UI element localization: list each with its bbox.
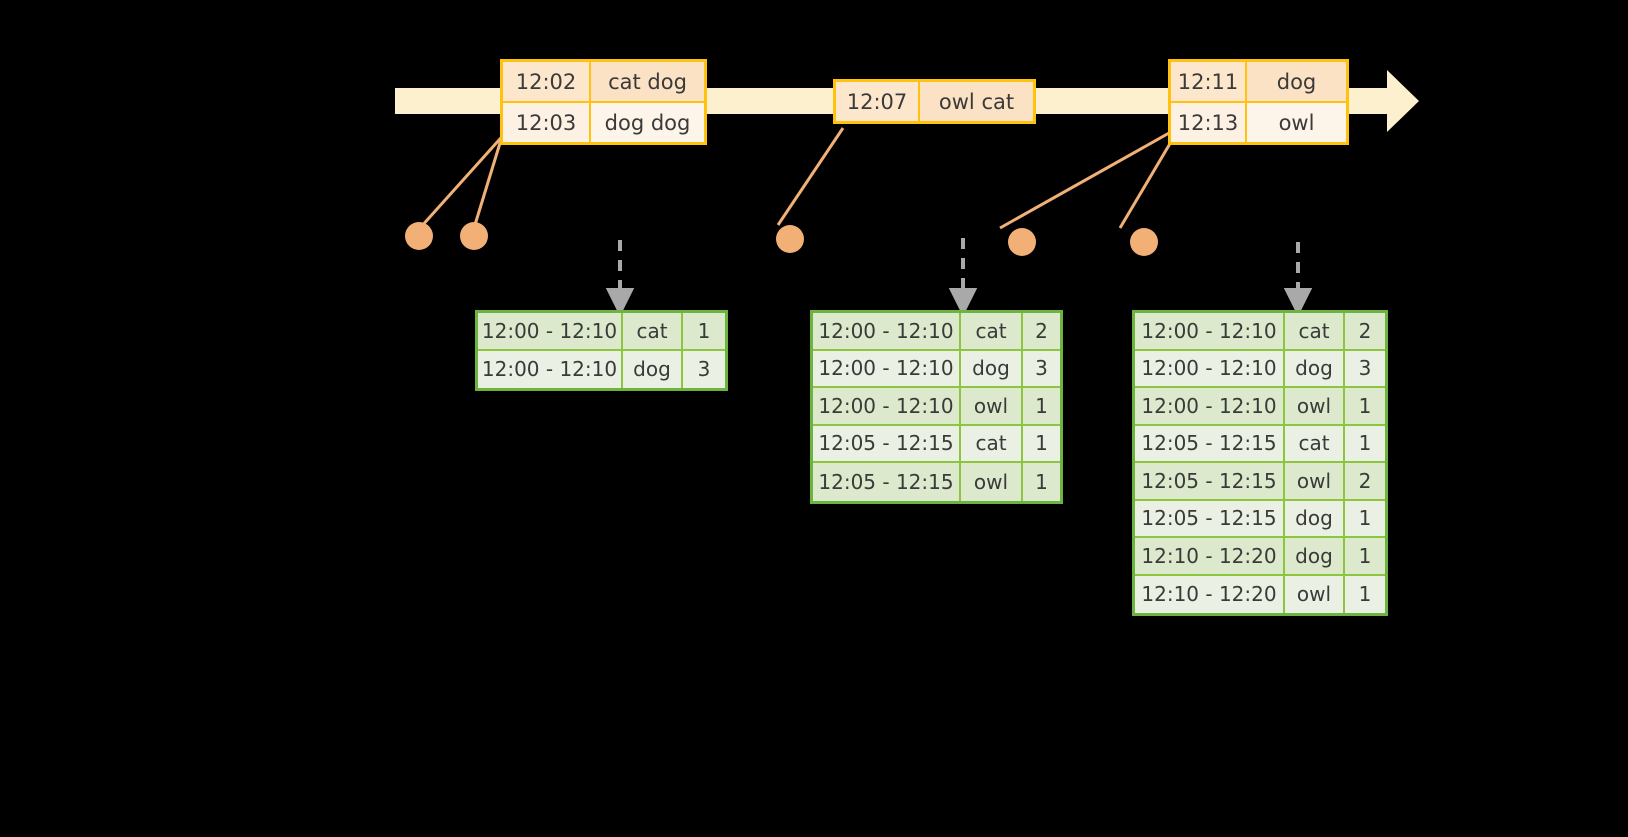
flow-arrow-head-2 — [948, 288, 978, 317]
key-cell: owl — [1285, 388, 1345, 426]
event-record-2[interactable]: 12:07 owl cat — [833, 79, 1036, 124]
flow-arrow-head-1 — [605, 288, 635, 317]
window-cell: 12:00 - 12:10 — [478, 350, 623, 388]
event-timestamp: 12:11 — [1171, 62, 1247, 101]
key-cell: dog — [623, 350, 683, 388]
event-payload: cat dog — [591, 62, 704, 101]
event-payload: dog — [1247, 62, 1346, 101]
window-cell: 12:00 - 12:10 — [813, 350, 961, 388]
window-cell: 12:05 - 12:15 — [1135, 500, 1285, 538]
connector-dot-5 — [1130, 228, 1158, 256]
key-cell: cat — [961, 425, 1023, 463]
key-cell: owl — [961, 463, 1023, 501]
window-cell: 12:00 - 12:10 — [813, 313, 961, 351]
count-cell: 1 — [1023, 425, 1060, 463]
connector-dot-3 — [776, 225, 804, 253]
count-cell: 1 — [683, 313, 725, 351]
key-cell: owl — [961, 388, 1023, 426]
window-cell: 12:00 - 12:10 — [1135, 313, 1285, 351]
count-cell: 3 — [1345, 350, 1385, 388]
window-cell: 12:05 - 12:15 — [1135, 425, 1285, 463]
event-row[interactable]: 12:07 owl cat — [836, 82, 1033, 121]
count-cell: 2 — [1345, 313, 1385, 351]
window-cell: 12:05 - 12:15 — [813, 425, 961, 463]
event-timestamp: 12:02 — [503, 62, 591, 101]
window-cell: 12:00 - 12:10 — [1135, 350, 1285, 388]
count-cell: 2 — [1345, 463, 1385, 501]
count-cell: 2 — [1023, 313, 1060, 351]
count-cell: 1 — [1345, 575, 1385, 613]
window-cell: 12:10 - 12:20 — [1135, 538, 1285, 576]
count-cell: 3 — [1023, 350, 1060, 388]
window-cell: 12:10 - 12:20 — [1135, 575, 1285, 613]
key-cell: dog — [1285, 500, 1345, 538]
key-cell: cat — [623, 313, 683, 351]
window-cell: 12:05 - 12:15 — [1135, 463, 1285, 501]
count-cell: 3 — [683, 350, 725, 388]
count-cell: 1 — [1345, 538, 1385, 576]
event-record-3[interactable]: 12:11 dog 12:13 owl — [1168, 59, 1349, 145]
event-payload: dog dog — [591, 103, 704, 142]
event-row[interactable]: 12:11 dog — [1171, 62, 1346, 101]
event-timestamp: 12:07 — [836, 82, 920, 121]
window-cell: 12:00 - 12:10 — [813, 388, 961, 426]
count-cell: 1 — [1023, 463, 1060, 501]
window-cell: 12:00 - 12:10 — [1135, 388, 1285, 426]
connector-dot-1 — [405, 222, 433, 250]
window-cell: 12:05 - 12:15 — [813, 463, 961, 501]
count-cell: 1 — [1023, 388, 1060, 426]
key-cell: cat — [1285, 313, 1345, 351]
connector-line-4 — [999, 126, 1179, 230]
window-cell: 12:00 - 12:10 — [478, 313, 623, 351]
event-timestamp: 12:03 — [503, 103, 591, 142]
key-cell: dog — [1285, 538, 1345, 576]
connector-dot-4 — [1008, 228, 1036, 256]
event-row[interactable]: 12:02 cat dog — [503, 62, 704, 101]
key-cell: dog — [961, 350, 1023, 388]
key-cell: owl — [1285, 575, 1345, 613]
event-payload: owl cat — [920, 82, 1033, 121]
connector-line-3 — [776, 127, 845, 226]
count-cell: 1 — [1345, 500, 1385, 538]
key-cell: dog — [1285, 350, 1345, 388]
timeline-arrow-icon — [1387, 70, 1419, 132]
event-row[interactable]: 12:03 dog dog — [503, 101, 704, 142]
connector-line-1 — [418, 128, 510, 230]
event-row[interactable]: 12:13 owl — [1171, 101, 1346, 142]
flow-arrow-head-3 — [1283, 288, 1313, 317]
key-cell: owl — [1285, 463, 1345, 501]
event-payload: owl — [1247, 103, 1346, 142]
event-timestamp: 12:13 — [1171, 103, 1247, 142]
connector-dot-2 — [460, 222, 488, 250]
count-cell: 1 — [1345, 388, 1385, 426]
key-cell: cat — [1285, 425, 1345, 463]
key-cell: cat — [961, 313, 1023, 351]
event-record-1[interactable]: 12:02 cat dog 12:03 dog dog — [500, 59, 707, 145]
count-cell: 1 — [1345, 425, 1385, 463]
